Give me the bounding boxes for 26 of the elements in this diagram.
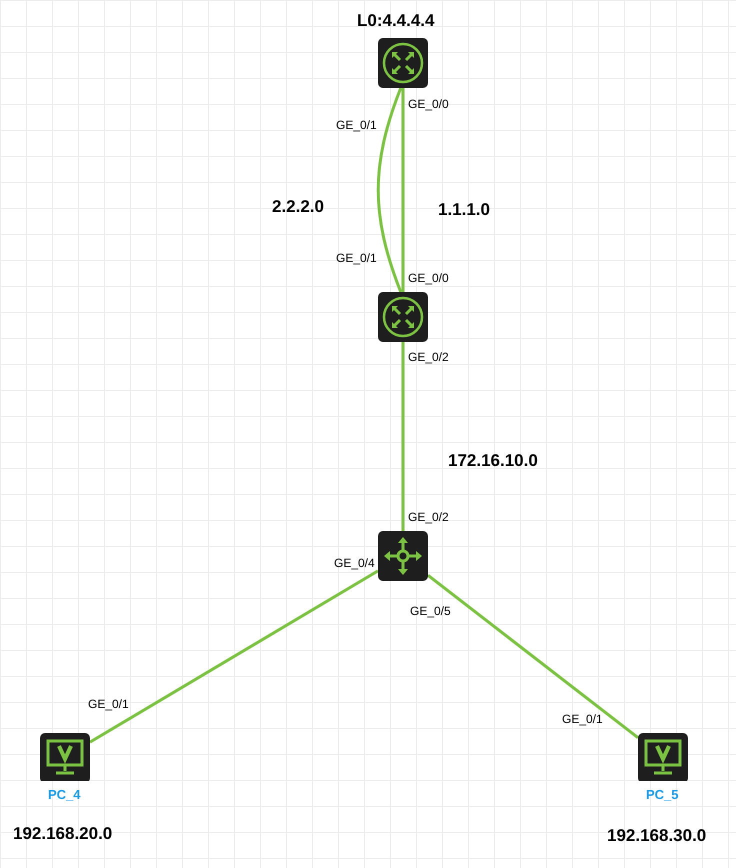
edge-label: 172.16.10.0 [448, 451, 538, 471]
network-link [427, 574, 639, 739]
router-icon [378, 292, 428, 342]
interface-label: GE_0/1 [88, 697, 129, 711]
interface-label: GE_0/1 [562, 712, 603, 726]
network-address: 192.168.20.0 [13, 824, 112, 844]
device-name: PC_4 [48, 787, 81, 802]
device-name: PC_5 [646, 787, 679, 802]
edge-label: 1.1.1.0 [438, 200, 490, 220]
network-link [89, 570, 379, 744]
interface-label: GE_0/4 [334, 556, 375, 570]
interface-label: GE_0/5 [410, 604, 451, 618]
interface-label: GE_0/1 [336, 118, 377, 132]
switch-icon [378, 531, 428, 581]
network-link [402, 88, 404, 292]
interface-label: GE_0/0 [408, 97, 449, 111]
network-address: 192.168.30.0 [607, 826, 706, 846]
network-link [376, 87, 402, 293]
interface-label: GE_0/1 [336, 251, 377, 265]
edge-label: 2.2.2.0 [272, 197, 324, 217]
interface-label: GE_0/0 [408, 271, 449, 285]
interface-label: GE_0/2 [408, 350, 449, 364]
network-link [402, 342, 404, 531]
interface-label: GE_0/2 [408, 510, 449, 524]
router-icon [378, 38, 428, 88]
loopback-address: L0:4.4.4.4 [357, 11, 434, 31]
